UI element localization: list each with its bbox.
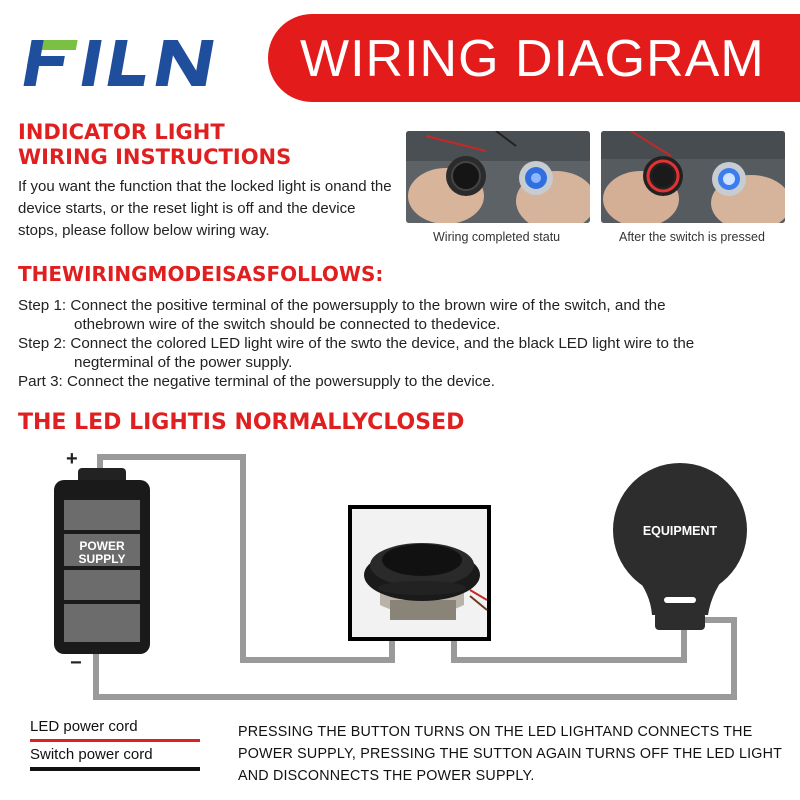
photo-illustration [601,131,785,223]
photo-after-pressed [601,131,785,223]
equipment-label: EQUIPMENT [643,524,718,538]
step-text: Connect the positive terminal of the pow… [70,297,666,314]
step-label: Step 1: [18,297,67,314]
wire-positive [97,454,395,663]
legend-led-line [30,739,200,742]
filn-logo [23,40,214,86]
switch-image [348,505,491,641]
battery-label-line1: POWER [79,539,125,553]
wires [93,454,737,700]
step-item: Step 2: Connect the colored LED light wi… [18,334,793,372]
indicator-heading-line1: INDICATOR LIGHT [18,120,225,144]
photo-caption: Wiring completed statu [433,230,561,244]
indicator-heading-line2: WIRING INSTRUCTIONS [18,145,292,169]
banner-title: WIRING DIAGRAM [300,30,765,88]
legend-switch-label: Switch power cord [30,746,153,763]
legend-led-label: LED power cord [30,718,138,735]
steps-list: Step 1: Connect the positive terminal of… [18,296,793,391]
step-item: Part 3: Connect the negative terminal of… [18,372,793,391]
equipment-icon: EQUIPMENT [613,463,747,630]
negative-terminal-sign: − [70,652,82,674]
step-text: Connect the colored LED light wire of th… [70,335,695,352]
step-text: Connect the negative terminal of the pow… [66,373,496,390]
normally-closed-heading: THE LED LIGHTIS NORMALLYCLOSED [18,410,465,435]
step-label: Step 2: [18,335,67,352]
photo-illustration [406,131,590,223]
wire-switch-equipment [451,618,687,663]
wire-negative [93,617,737,700]
photo-wiring-completed [406,131,590,223]
step-continuation: othebrown wire of the switch should be c… [74,316,501,333]
battery-icon: POWER SUPPLY [54,468,150,654]
battery-label-line2: SUPPLY [79,552,126,566]
indicator-description: If you want the function that the locked… [18,178,392,239]
step-continuation: negterminal of the power supply. [74,354,293,371]
step-label: Part 3: [18,373,63,390]
legend-switch-line [30,767,200,771]
title-banner [268,14,800,102]
wiring-mode-heading: THEWIRINGMODEISASFOLLOWS: [18,262,384,286]
photo-caption: After the switch is pressed [619,230,765,244]
operation-note: PRESSING THE BUTTON TURNS ON THE LED LIG… [238,724,782,784]
step-item: Step 1: Connect the positive terminal of… [18,296,793,334]
wiring-diagram: POWER SUPPLY EQUIPMENT [54,454,747,700]
positive-terminal-sign: + [66,448,78,470]
